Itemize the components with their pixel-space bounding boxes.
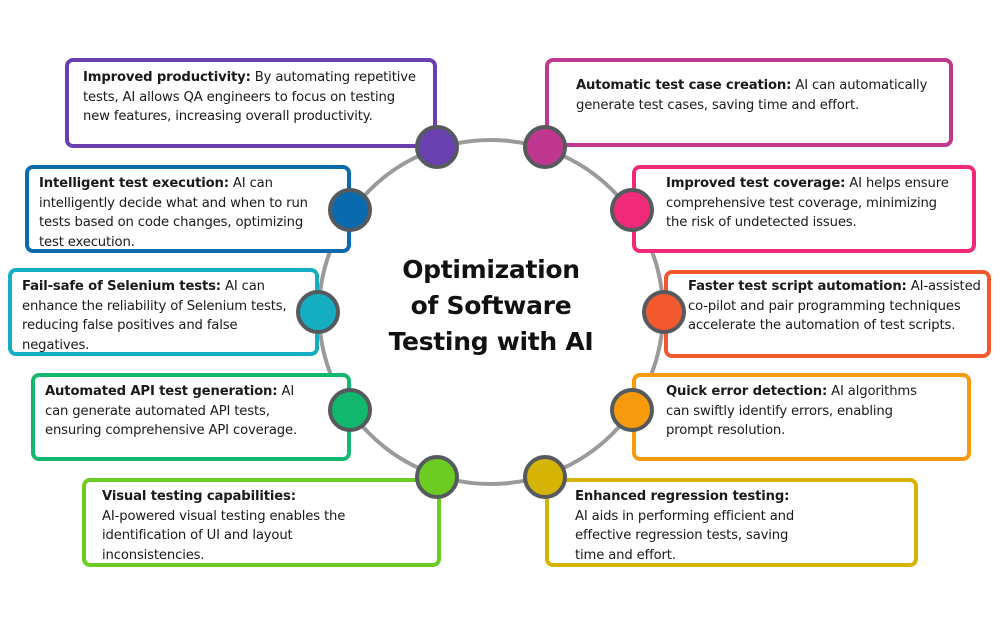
card-title: Intelligent test execution: (39, 176, 229, 191)
card-improved-test-coverage: Improved test coverage: AI helps ensure … (632, 165, 976, 253)
card-text: AI can automatically generate test cases… (576, 78, 928, 113)
card-text: By automating repetitive tests, AI allow… (83, 70, 416, 124)
card-title: Improved productivity: (83, 70, 251, 85)
node-green (328, 388, 372, 432)
card-text: AI can intelligently decide what and whe… (39, 176, 308, 250)
node-orange (610, 388, 654, 432)
card-text: AI-assisted co-pilot and pair programmin… (688, 279, 981, 333)
card-text: AI aids in performing efficient and effe… (575, 508, 795, 563)
title-line-3: Testing with AI (388, 327, 594, 356)
title-line-2: of Software (410, 291, 572, 320)
card-title: Fail-safe of Selenium tests: (22, 279, 221, 294)
card-text: AI helps ensure comprehensive test cover… (666, 176, 949, 230)
card-text: AI-powered visual testing enables the id… (102, 508, 346, 563)
card-title: Automated API test generation: (45, 384, 278, 399)
card-title: Improved test coverage: (666, 176, 846, 191)
card-title: Faster test script automation: (688, 279, 907, 294)
card-fail-safe-selenium: Fail-safe of Selenium tests: AI can enha… (8, 268, 319, 356)
title-line-1: Optimization (402, 255, 580, 284)
card-title: Automatic test case creation: (576, 78, 792, 93)
node-teal (296, 290, 340, 334)
node-purple (415, 125, 459, 169)
card-text: AI can generate automated API tests, ens… (45, 384, 298, 438)
node-lime (415, 455, 459, 499)
card-automatic-test-case-creation: Automatic test case creation: AI can aut… (545, 58, 953, 147)
card-text: AI algorithms can swiftly identify error… (666, 384, 917, 438)
diagram-title: Optimization of Software Testing with AI (345, 252, 637, 360)
node-magenta (523, 125, 567, 169)
card-enhanced-regression-testing: Enhanced regression testing: AI aids in … (545, 478, 918, 567)
card-title: Quick error detection: (666, 384, 828, 399)
card-visual-testing-capabilities: Visual testing capabilities: AI-powered … (82, 478, 441, 567)
card-automated-api-test-generation: Automated API test generation: AI can ge… (31, 373, 351, 461)
card-improved-productivity: Improved productivity: By automating rep… (65, 58, 437, 148)
card-title: Visual testing capabilities: (102, 489, 296, 504)
card-title: Enhanced regression testing: (575, 489, 790, 504)
card-intelligent-test-execution: Intelligent test execution: AI can intel… (25, 165, 351, 253)
node-blue (328, 188, 372, 232)
node-pink (610, 188, 654, 232)
card-text: AI can enhance the reliability of Seleni… (22, 279, 287, 353)
node-yellow (523, 455, 567, 499)
card-faster-test-script-automation: Faster test script automation: AI-assist… (664, 270, 991, 358)
card-quick-error-detection: Quick error detection: AI algorithms can… (632, 373, 971, 461)
node-orange-red (642, 290, 686, 334)
